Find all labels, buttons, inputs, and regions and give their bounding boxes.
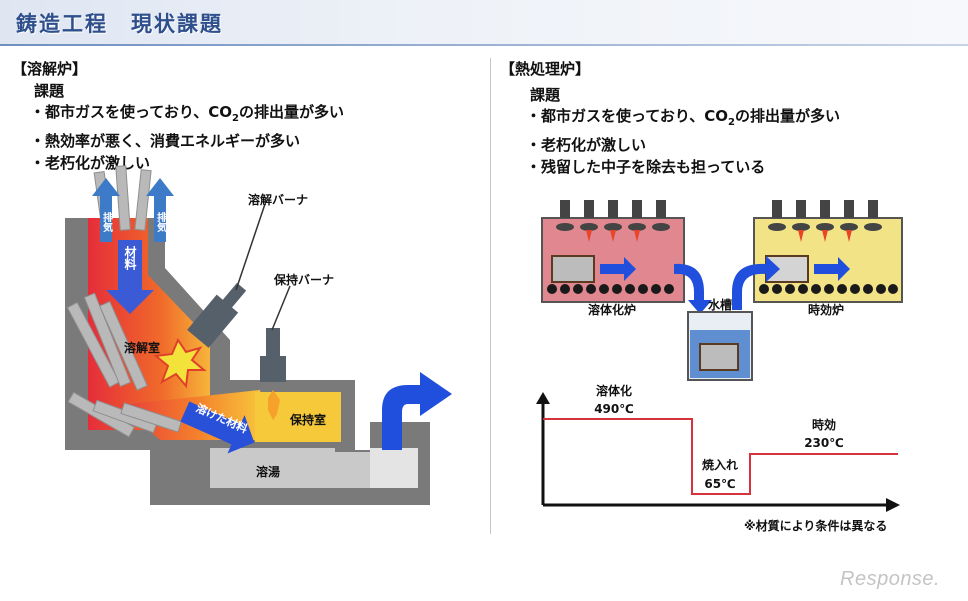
material-arrow <box>106 240 154 314</box>
melting-issue-item: 都市ガスを使っており、CO2の排出量が多い <box>30 101 344 130</box>
x-axis-arrowhead <box>886 498 900 512</box>
solution-furnace-label: 溶体化炉 <box>588 302 636 317</box>
water-tank-label: 水槽 <box>708 297 732 312</box>
step-temp-aging: 230℃ <box>804 436 844 450</box>
work-basket <box>699 343 739 371</box>
work-basket <box>551 255 595 283</box>
holding-burner-label: 保持バーナ <box>273 272 334 287</box>
flame-icon <box>268 390 280 420</box>
holding-chamber-label: 保持室 <box>289 412 326 427</box>
molten-metal-label: 溶湯 <box>256 464 280 479</box>
aging-flames <box>798 230 852 242</box>
work-basket <box>765 255 809 283</box>
heat-treatment-section-label: 【熱処理炉】 <box>500 60 591 78</box>
melting-issue-list: 都市ガスを使っており、CO2の排出量が多い 熱効率が悪く、消費エネルギーが多い … <box>30 101 344 174</box>
column-divider <box>490 58 491 534</box>
heat-issue-item: 都市ガスを使っており、CO2の排出量が多い <box>526 105 840 134</box>
page-title: 鋳造工程 現状課題 <box>16 12 223 36</box>
quench-in-arrow <box>674 263 712 314</box>
melting-burner-label: 溶解バーナ <box>248 192 308 207</box>
condition-footnote: ※材質により条件は異なる <box>744 519 888 533</box>
heat-issue-item: 残留した中子を除去も担っている <box>526 156 840 178</box>
melting-issue-item: 熱効率が悪く、消費エネルギーが多い <box>30 130 344 152</box>
melting-burner <box>187 282 247 348</box>
outlet <box>370 448 418 488</box>
quench-out-arrow <box>732 256 780 310</box>
material-label: 材料 <box>123 245 137 271</box>
step-temp-solution: 490℃ <box>594 402 634 416</box>
heat-issue-list: 都市ガスを使っており、CO2の排出量が多い 老朽化が激しい 残留した中子を除去も… <box>526 105 840 178</box>
heat-issue-heading: 課題 <box>530 86 561 104</box>
exhaust-label-right: 排気 <box>155 211 168 233</box>
holding-burner <box>266 328 280 358</box>
exhaust-arrows <box>92 178 174 242</box>
aging-rollers <box>759 284 898 294</box>
melting-furnace-section-label: 【溶解炉】 <box>12 60 88 78</box>
step-name-aging: 時効 <box>812 417 836 432</box>
molten-pool <box>210 448 335 488</box>
solution-flow-arrow <box>600 257 636 281</box>
step-name-quench: 焼入れ <box>702 457 738 472</box>
flame-burst-icon <box>153 337 207 389</box>
header-rule <box>0 44 968 46</box>
solution-rollers <box>547 284 674 294</box>
solution-furnace-burners <box>556 200 670 231</box>
y-axis-arrowhead <box>536 392 550 404</box>
response-watermark-logo: Response. <box>840 568 941 590</box>
melting-chamber-label: 溶解室 <box>124 340 160 355</box>
aging-furnace-burners <box>768 200 882 231</box>
step-temp-quench: 65℃ <box>704 477 735 491</box>
molten-material-arrow <box>180 401 255 454</box>
step-name-solution: 溶体化 <box>596 383 632 398</box>
melting-issue-heading: 課題 <box>34 82 65 100</box>
temperature-profile-line <box>543 418 898 495</box>
heat-issue-item: 老朽化が激しい <box>526 134 840 156</box>
burner-leader-line <box>235 203 266 291</box>
aging-furnace-label: 時効炉 <box>808 302 844 317</box>
solution-flames <box>586 230 640 242</box>
slide-header: 鋳造工程 現状課題 <box>0 0 968 46</box>
scrap-material <box>66 165 183 438</box>
exhaust-label-left: 排気 <box>101 211 114 233</box>
aging-flow-arrow <box>814 257 850 281</box>
outlet-arrow <box>382 372 452 450</box>
